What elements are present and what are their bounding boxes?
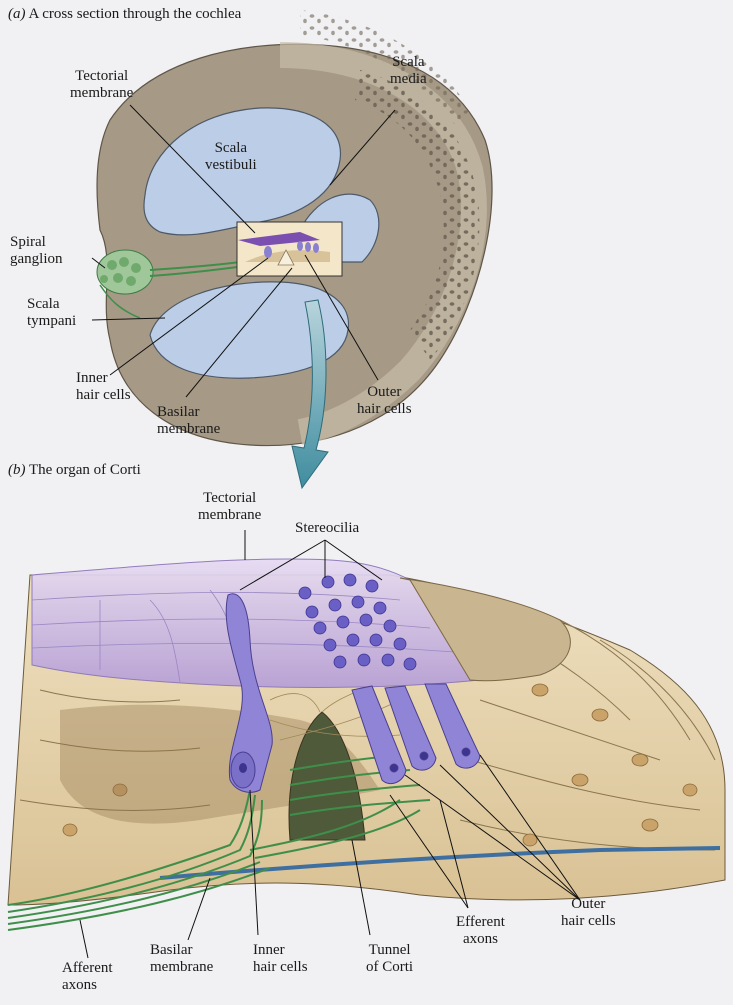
label-a-inner-hair-cells: Inner hair cells [76, 370, 131, 403]
inner-hair-cell [225, 593, 273, 793]
porous-bone [355, 70, 480, 360]
organ-of-corti-small [236, 221, 343, 277]
label-a-tectorial-membrane: Tectorial membrane [70, 68, 134, 101]
panel-b-title: (b) The organ of Corti [8, 462, 141, 479]
panel-b-tag: (b) [8, 462, 26, 478]
label-b-tunnel-of-corti: Tunnel of Corti [366, 942, 414, 975]
label-a-spiral-ganglion: Spiral ganglion [10, 234, 63, 267]
label-a-scala-tympani: Scala tympani [27, 296, 77, 329]
reticular-cap [399, 577, 571, 682]
outer-hair-cell-stereocilia [298, 573, 417, 671]
label-a-outer-hair-cells: Outer hair cells [357, 384, 412, 417]
label-a-scala-vestibuli: Scala vestibuli [205, 140, 257, 173]
panel-b-illustration [7, 530, 726, 959]
spiral-ganglion [96, 249, 246, 319]
panel-a-illustration [91, 10, 493, 490]
outer-hair-cells [351, 683, 481, 785]
label-b-outer-hair-cells: Outer hair cells [561, 896, 616, 929]
panel-a-tag: (a) [8, 6, 26, 22]
zoom-arrow [291, 299, 329, 490]
cell-nuclei [62, 683, 698, 847]
panel-a-title: (a) A cross section through the cochlea [8, 6, 241, 23]
panel-a-title-text: A cross section through the cochlea [28, 6, 242, 22]
afferent-axons [7, 789, 421, 931]
label-b-afferent-axons: Afferent axons [62, 960, 113, 993]
panel-b-leader-lines [79, 530, 581, 959]
label-a-basilar-membrane: Basilar membrane [157, 404, 221, 437]
label-b-basilar-membrane: Basilar membrane [150, 942, 214, 975]
label-b-tectorial-membrane: Tectorial membrane [198, 490, 262, 523]
label-b-stereocilia: Stereocilia [295, 520, 360, 536]
panel-a-leader-lines [91, 104, 396, 398]
label-b-efferent-axons: Efferent axons [456, 914, 505, 947]
scala-tympani [149, 281, 350, 379]
label-b-inner-hair-cells: Inner hair cells [253, 942, 308, 975]
panel-b-title-text: The organ of Corti [28, 462, 141, 478]
porous-bone-outer [300, 10, 470, 125]
scala-vestibuli [143, 107, 342, 236]
basilar-membrane-line [159, 846, 721, 880]
label-a-scala-media: Scala media [390, 54, 427, 87]
